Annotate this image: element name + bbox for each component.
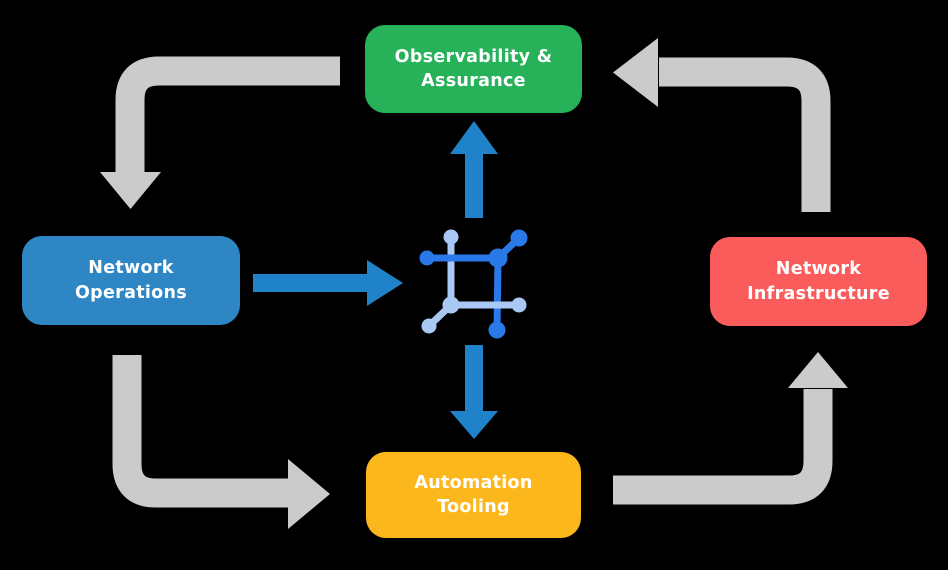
network-fabric-icon xyxy=(419,229,528,339)
cycle-arrow-infrastructure-to-observability xyxy=(613,38,831,212)
cycle-arrow-automation-to-infrastructure xyxy=(613,352,848,505)
cycle-arrow-observability-to-operations xyxy=(100,56,340,209)
node-network-infrastructure: Network Infrastructure xyxy=(710,237,927,326)
flow-arrow-center-to-observability xyxy=(450,121,498,218)
cycle-arrow-operations-to-automation xyxy=(112,355,330,529)
node-network-operations: Network Operations xyxy=(22,236,240,325)
flow-arrow-center-to-automation xyxy=(450,345,498,439)
node-observability-assurance: Observability & Assurance xyxy=(365,25,582,113)
flow-arrow-operations-to-center xyxy=(253,260,403,306)
node-automation-tooling: Automation Tooling xyxy=(366,452,581,538)
